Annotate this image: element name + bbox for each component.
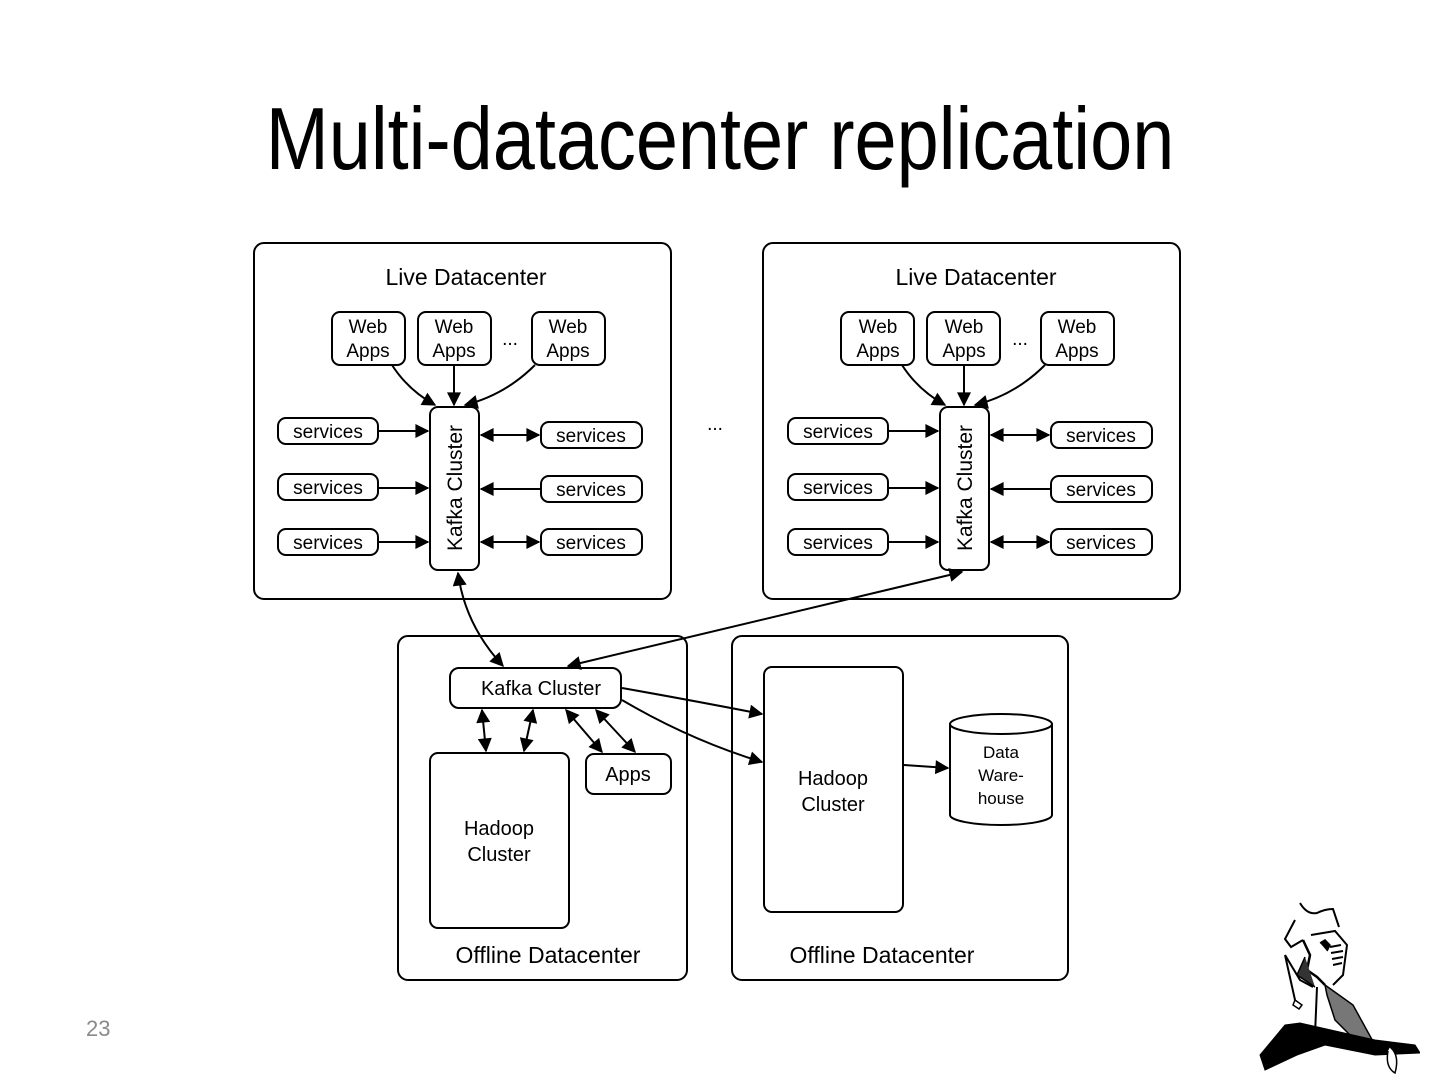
offline-kafka-cluster-box [449, 667, 622, 709]
services-label: services [556, 533, 626, 554]
web-apps-box: Web Apps [531, 311, 606, 366]
cylinder-top [949, 713, 1053, 735]
services-left-column: services services services [277, 417, 430, 556]
hadoop-cluster-label-line1: Hadoop [798, 768, 868, 790]
arrow-webapps-to-kafka [463, 364, 536, 409]
services-label: services [803, 533, 873, 554]
data-warehouse-cylinder: Data Ware- house [949, 713, 1053, 826]
web-apps-label-line1: Web [349, 317, 388, 338]
web-apps-label-line2: Apps [346, 341, 389, 362]
web-apps-box: Web Apps [331, 311, 406, 366]
kafka-cluster-box [429, 406, 480, 571]
services-label: services [803, 478, 873, 499]
arrow-webapps-to-kafka [973, 364, 1046, 409]
arrow-offline-kafka-to-hadoop2 [621, 687, 764, 719]
services-label: services [1066, 533, 1136, 554]
services-label: services [1066, 480, 1136, 501]
live-datacenter-label: Live Datacenter [385, 264, 546, 290]
live-datacenter-label: Live Datacenter [895, 264, 1056, 290]
arrow-webapps-to-kafka [901, 364, 947, 406]
offline-datacenter-label: Offline Datacenter [456, 942, 641, 968]
web-apps-label-line2: Apps [942, 341, 985, 362]
arrow-hadoop-to-warehouse [903, 760, 950, 775]
web-apps-label-line1: Web [1058, 317, 1097, 338]
hadoop-cluster-label-line2: Cluster [801, 794, 865, 816]
hadoop-cluster-label-line2: Cluster [467, 844, 531, 866]
apps-box [585, 753, 672, 795]
hadoop-cluster-box [429, 752, 570, 929]
kafka-cluster-box [939, 406, 990, 571]
offline-datacenter-2: Hadoop Cluster Data Ware- house Offline … [731, 635, 1069, 981]
services-right-column: services services services [479, 421, 643, 556]
services-label: services [293, 533, 363, 554]
services-box [1050, 528, 1153, 556]
data-warehouse-label-line3: house [978, 789, 1024, 808]
live-datacenter-1: Live Datacenter Web Apps Web Apps ... We… [253, 242, 672, 600]
services-right-column: services services services [989, 421, 1153, 556]
web-apps-label-line1: Web [859, 317, 898, 338]
services-label: services [556, 426, 626, 447]
arrow-kafka-apps-bidirectional [595, 708, 636, 754]
arrow-webapps-to-kafka [391, 364, 437, 406]
arrow-offline-kafka-to-hadoop2 [621, 699, 764, 766]
data-warehouse-label-line2: Ware- [978, 766, 1024, 785]
services-label: services [1066, 426, 1136, 447]
web-apps-box: Web Apps [926, 311, 1001, 366]
web-apps-box: Web Apps [1040, 311, 1115, 366]
services-label: services [293, 422, 363, 443]
offline-kafka-cluster-label: Kafka Cluster [481, 678, 601, 700]
arrow-live1-kafka-to-offline-kafka [452, 571, 504, 668]
web-apps-ellipsis: ... [1012, 329, 1028, 350]
kafka-cluster-label: Kafka Cluster [954, 425, 977, 551]
services-label: services [803, 422, 873, 443]
services-label: services [556, 480, 626, 501]
services-box [1050, 421, 1153, 449]
services-label: services [293, 478, 363, 499]
kafka-cluster-label: Kafka Cluster [444, 425, 467, 551]
offline-datacenter-label: Offline Datacenter [790, 942, 975, 968]
services-box [540, 421, 643, 449]
web-apps-label-line1: Web [945, 317, 984, 338]
page-number: 23 [86, 1016, 111, 1041]
web-apps-label-line2: Apps [546, 341, 589, 362]
live-datacenter-2: Live Datacenter Web Apps Web Apps ... We… [762, 242, 1181, 600]
arrow-kafka-hadoop-bidirectional [476, 708, 492, 753]
web-apps-label-line1: Web [435, 317, 474, 338]
web-apps-label-line2: Apps [432, 341, 475, 362]
slide-title: Multi-datacenter replication [265, 89, 1175, 188]
kafka-mascot-illustration [1259, 902, 1420, 1075]
web-apps-label-line1: Web [549, 317, 588, 338]
cylinder-body [949, 724, 1053, 826]
arrow-live2-kafka-to-offline-kafka [566, 568, 964, 670]
web-apps-ellipsis: ... [502, 329, 518, 350]
hadoop-cluster-label-line1: Hadoop [464, 818, 534, 840]
services-box [540, 528, 643, 556]
web-apps-box: Web Apps [417, 311, 492, 366]
web-apps-box: Web Apps [840, 311, 915, 366]
services-left-column: services services services [787, 417, 940, 556]
web-apps-label-line2: Apps [1055, 341, 1098, 362]
arrow-kafka-hadoop-bidirectional [519, 708, 538, 753]
between-live-ellipsis: ... [707, 414, 723, 435]
apps-label: Apps [605, 764, 651, 786]
web-apps-label-line2: Apps [856, 341, 899, 362]
offline-datacenter-1: Kafka Cluster Hadoop Cluster Apps Offlin… [397, 635, 688, 981]
data-warehouse-label-line1: Data [983, 743, 1019, 762]
